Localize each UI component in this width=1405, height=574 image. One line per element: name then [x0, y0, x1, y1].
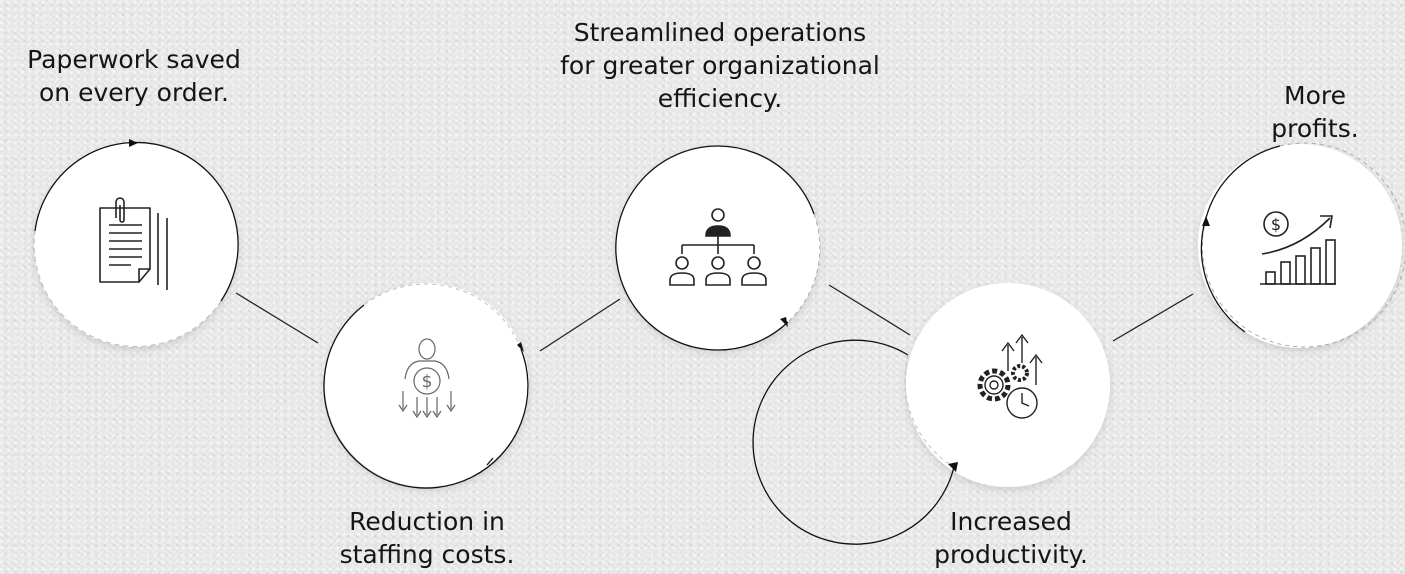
org-chart-icon [669, 208, 767, 286]
connector-4-5 [1112, 293, 1194, 342]
gears-clock-up-arrows-icon [977, 333, 1043, 419]
step-label-1: Paperwork saved on every order. [27, 45, 241, 107]
step-circle-2: $ [323, 283, 529, 489]
svg-text:$: $ [1271, 215, 1281, 234]
document-paperclip-icon [99, 197, 168, 290]
connector-3-4 [828, 284, 911, 336]
dollar-growth-chart-icon: $ [1260, 211, 1336, 285]
connector-lines [235, 284, 1194, 352]
step-label-5: More profits. [1271, 81, 1359, 143]
person-dollar-down-arrows-icon: $ [398, 338, 456, 419]
svg-text:$: $ [422, 372, 433, 392]
connector-2-3 [539, 298, 621, 352]
step-circle-3 [615, 145, 821, 351]
step-label-2: Reduction in staffing costs. [339, 507, 515, 569]
step-label-4: Increased productivity. [934, 507, 1088, 569]
step-circle-4 [752, 283, 1110, 545]
step-circle-1 [33, 139, 239, 347]
step-label-3: Streamlined operations for greater organ… [560, 18, 880, 113]
connector-1-2 [235, 292, 319, 344]
step-circle-5: $ [1198, 142, 1405, 348]
